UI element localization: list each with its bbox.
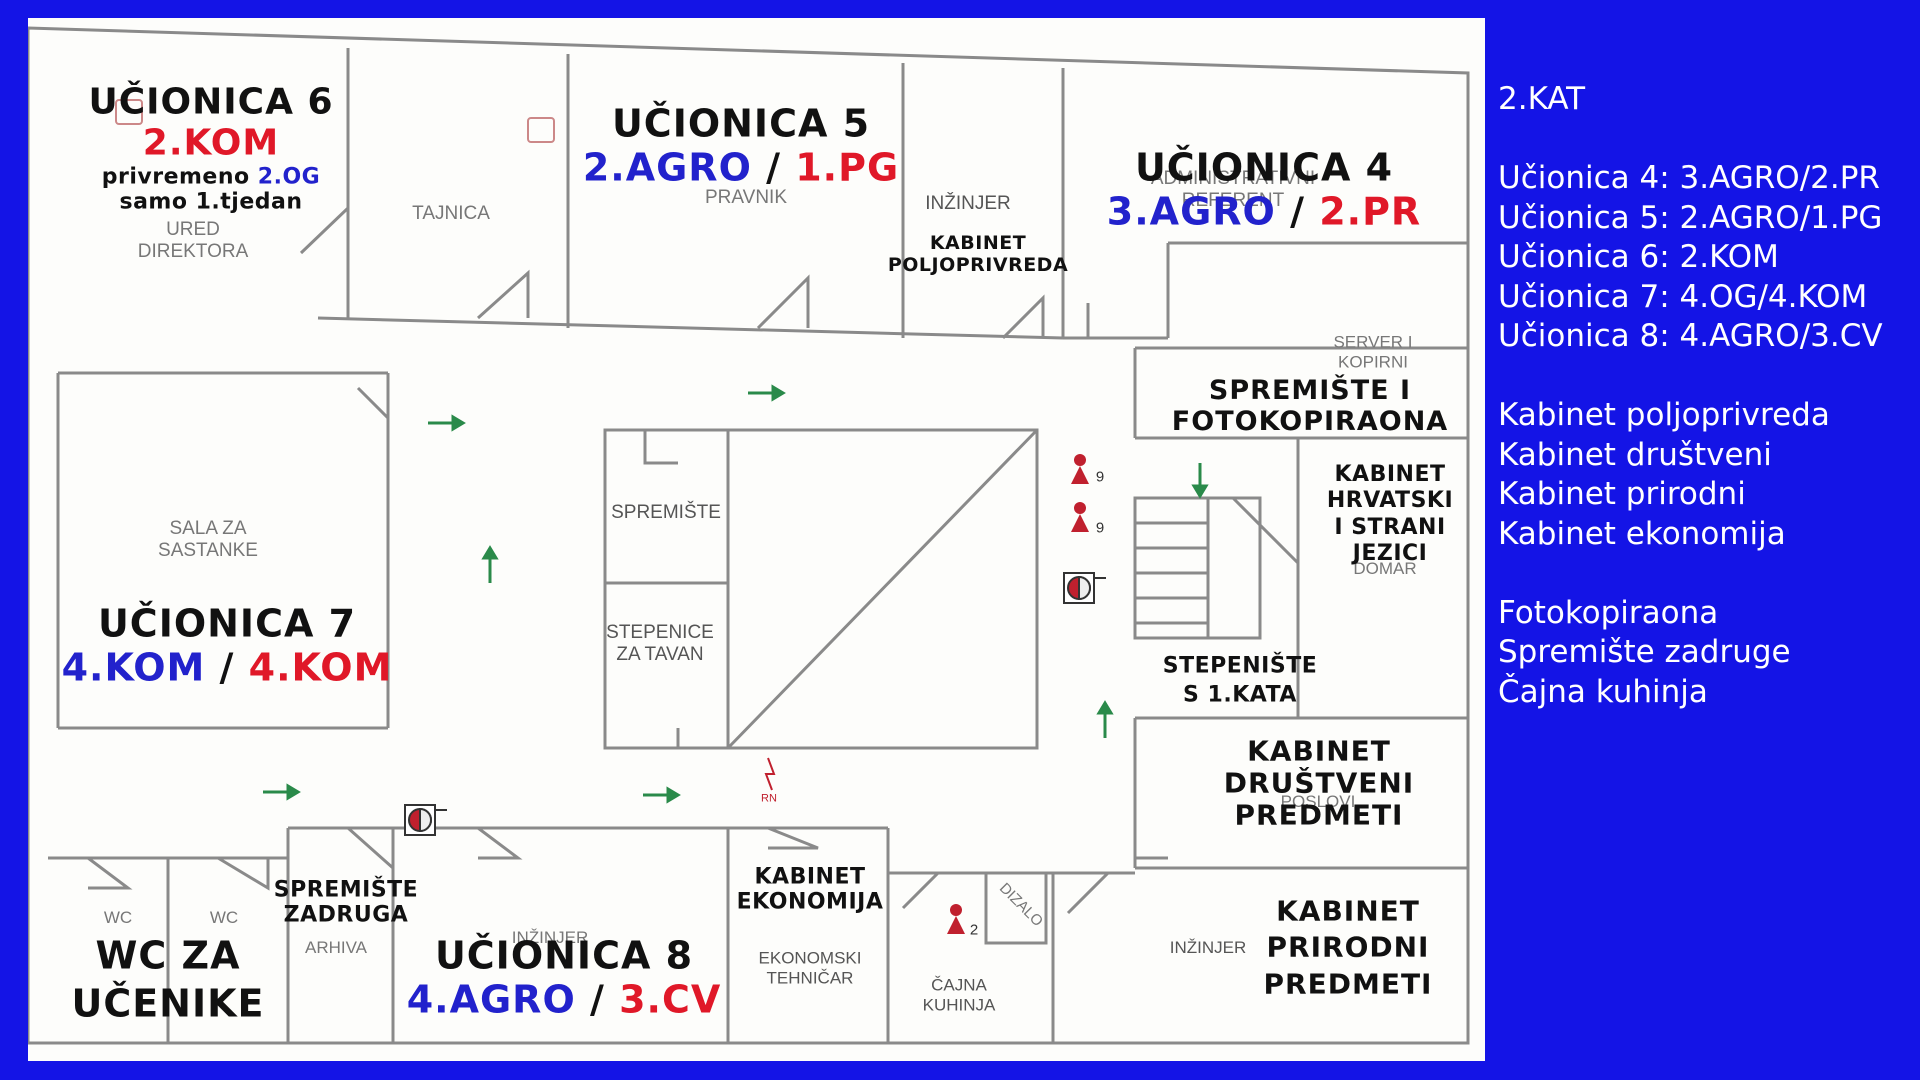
arrow-icon-down	[1191, 463, 1209, 499]
legend-item: Kabinet prirodni	[1498, 476, 1746, 512]
room-title: UČIONICA 5	[611, 101, 871, 146]
marker-count: 9	[1095, 519, 1105, 537]
label-inzinjer-top: INŽINJER	[925, 193, 1011, 215]
legend-item: Učionica 7: 4.OG/4.KOM	[1498, 278, 1868, 315]
label-tajnica: TAJNICA	[412, 203, 490, 225]
legend-item: Spremište zadruge	[1498, 634, 1791, 670]
room-title: UČIONICA 4	[1134, 145, 1394, 190]
legend-panel: 2.KAT Učionica 4: 3.AGRO/2.PR Učionica 5…	[1498, 80, 1908, 712]
room-ucionica-4: UČIONICA 4 3.AGRO / 2.PR	[1107, 146, 1421, 233]
label-wc-2: WC	[209, 908, 239, 928]
room-classes: 4.AGRO / 3.CV	[406, 977, 722, 1021]
arrow-icon-right	[428, 414, 466, 432]
floor-plan-walls	[28, 26, 1470, 1045]
label-domar: DOMAR	[1353, 559, 1417, 579]
room-ucionica-5: UČIONICA 5 2.AGRO / 1.PG	[583, 102, 899, 189]
safe-icon	[115, 99, 143, 125]
room-title: UČIONICA 7	[97, 601, 357, 646]
arrow-icon-right	[263, 783, 301, 801]
legend-item: Kabinet ekonomija	[1498, 515, 1786, 552]
arrow-icon-right	[748, 384, 786, 402]
arrow-icon-up	[1096, 700, 1114, 738]
room-note-2: samo 1.tjedan	[119, 189, 303, 215]
label-pravnik: PRAVNIK	[704, 187, 788, 209]
electrical-icon	[764, 757, 776, 791]
room-title: UČIONICA 6	[88, 81, 334, 123]
legend-item: Fotokopiraona	[1498, 594, 1719, 631]
arrow-icon-right	[643, 786, 681, 804]
room-classes: 2.AGRO / 1.PG	[582, 145, 900, 189]
marker-count: 9	[1095, 468, 1105, 486]
legend-item: Učionica 5: 2.AGRO/1.PG	[1498, 199, 1883, 236]
legend-item: Čajna kuhinja	[1498, 673, 1708, 710]
hydrant-icon	[1063, 572, 1106, 604]
label-rn: RN	[761, 792, 777, 805]
room-ucionica-7: UČIONICA 7 4.KOM / 4.KOM	[62, 602, 393, 689]
room-title: UČIONICA 8	[434, 933, 694, 978]
room-classes: 3.AGRO / 2.PR	[1106, 189, 1422, 233]
legend-item: Kabinet društveni	[1498, 436, 1772, 473]
legend-item: Učionica 4: 3.AGRO/2.PR	[1498, 160, 1880, 196]
outer-wall	[28, 26, 1470, 1045]
label-inzinjer-bottom: INŽINJER	[511, 928, 589, 948]
room-classes: 4.KOM / 4.KOM	[61, 645, 393, 689]
legend-item: Kabinet poljoprivreda	[1498, 397, 1830, 433]
label-spremiste: SPREMIŠTE	[611, 502, 721, 524]
fire-extinguisher-icon	[1071, 502, 1089, 532]
hydrant-icon	[404, 804, 447, 836]
floor-title: 2.KAT	[1498, 81, 1586, 117]
label-arhiva: ARHIVA	[304, 938, 368, 958]
safe-icon	[527, 117, 555, 143]
arrow-icon-up	[481, 545, 499, 583]
fire-extinguisher-icon	[1071, 454, 1089, 484]
label-inzinjer-right: INŽINJER	[1169, 938, 1247, 958]
legend-item: Učionica 8: 4.AGRO/3.CV	[1498, 318, 1883, 354]
marker-count: 2	[969, 921, 979, 939]
label-poslovi: POSLOVI	[1280, 792, 1356, 812]
fire-extinguisher-icon	[947, 904, 965, 934]
room-ucionica-6: UČIONICA 6 2.KOM privremeno 2.OG samo 1.…	[88, 81, 333, 214]
room-ucionica-8: UČIONICA 8 4.AGRO / 3.CV	[407, 934, 722, 1021]
label-wc-1: WC	[103, 908, 133, 928]
legend-item: Učionica 6: 2.KOM	[1498, 239, 1779, 275]
room-class: 2.KOM	[142, 122, 280, 164]
room-note: privremeno 2.OG	[101, 164, 321, 190]
